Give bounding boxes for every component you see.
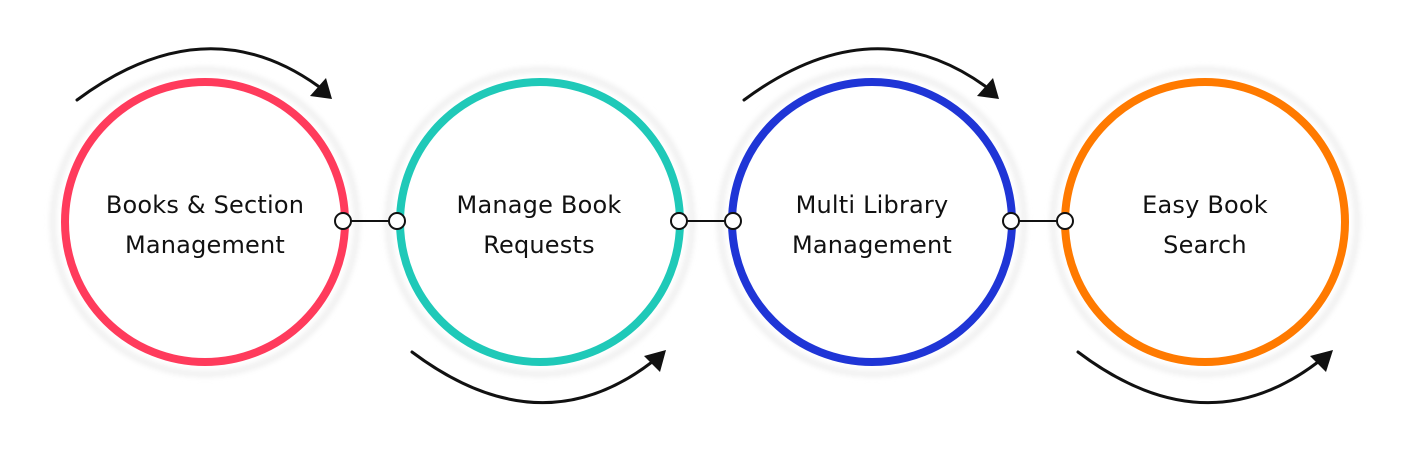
step-label-multi-library: Multi Library Management — [752, 185, 992, 265]
arrow-top-3 — [742, 47, 987, 102]
step-label-line1: Manage Book — [456, 191, 622, 219]
step-label-line1: Multi Library — [795, 191, 949, 219]
connector-node-3b — [1056, 212, 1074, 230]
connector-node-3a — [1002, 212, 1020, 230]
arrow-head-bottom-4 — [1310, 350, 1333, 372]
step-label-manage-requests: Manage Book Requests — [419, 185, 659, 265]
arrow-bottom-2 — [410, 350, 654, 405]
arrow-top-1 — [75, 47, 320, 102]
step-label-line2: Management — [791, 231, 953, 259]
arrow-head-bottom-2 — [644, 350, 666, 372]
connector-node-1a — [334, 212, 352, 230]
arrow-head-top-3 — [977, 78, 999, 99]
step-label-easy-search: Easy Book Search — [1085, 185, 1325, 265]
step-label-line2: Requests — [483, 231, 595, 259]
step-label-line2: Search — [1163, 231, 1247, 259]
step-label-line1: Books & Section — [105, 191, 305, 219]
connector-node-2a — [670, 212, 688, 230]
ring-connectors — [334, 212, 1074, 230]
flow-arrows — [75, 47, 1333, 405]
arrow-head-top-1 — [310, 78, 332, 99]
connector-node-1b — [388, 212, 406, 230]
connector-node-2b — [724, 212, 742, 230]
step-label-line2: Management — [124, 231, 286, 259]
step-label-books-section: Books & Section Management — [85, 185, 325, 265]
step-label-line1: Easy Book — [1142, 191, 1268, 219]
arrow-bottom-4 — [1076, 350, 1320, 405]
